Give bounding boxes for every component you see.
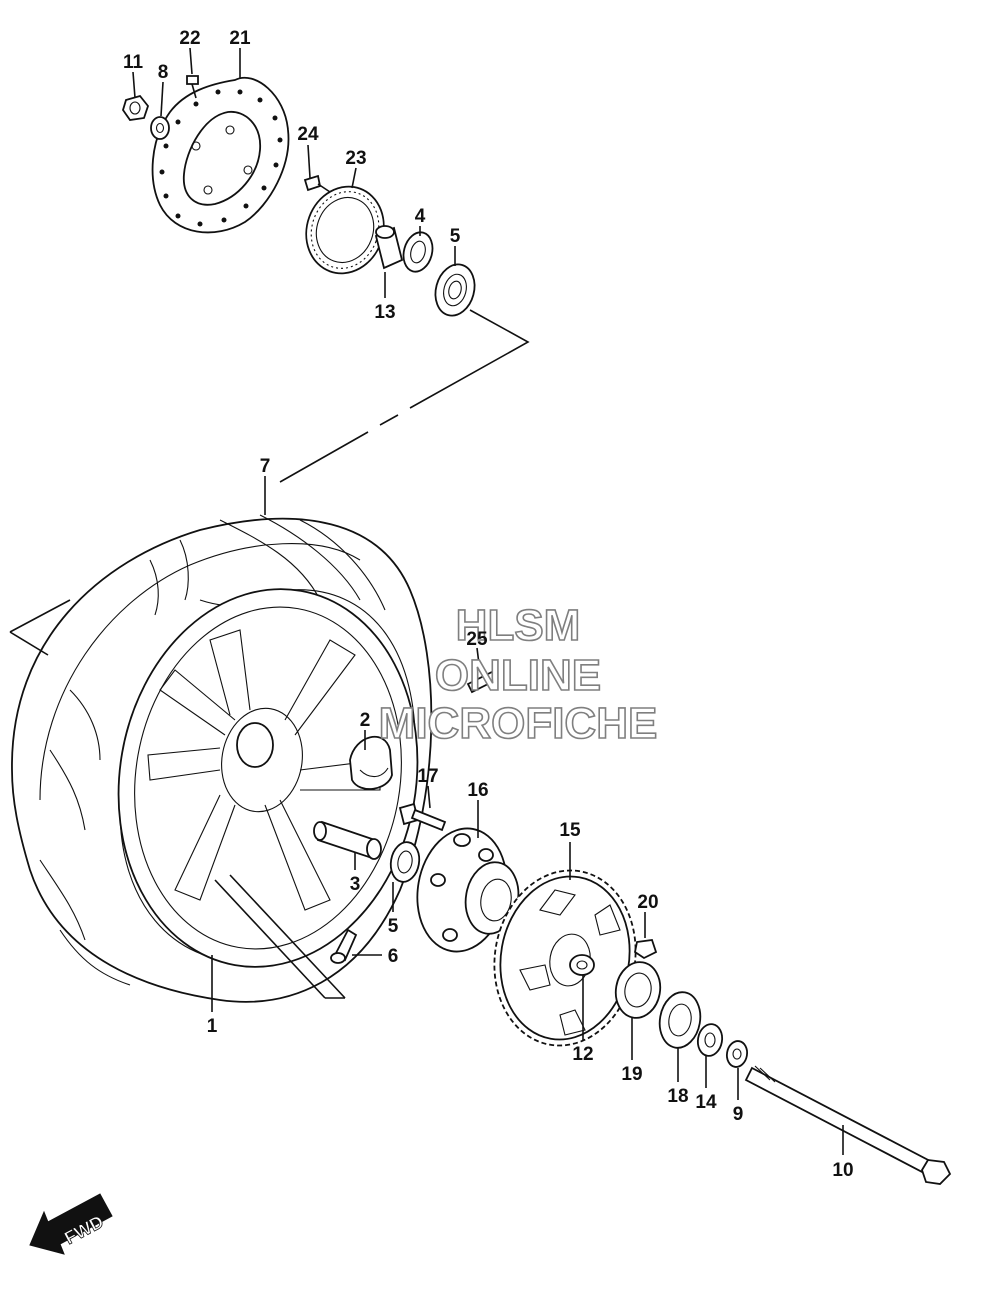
sprocket-nut[interactable] xyxy=(633,939,658,960)
callout-7: 7 xyxy=(260,456,271,477)
forward-arrow-icon xyxy=(29,1193,113,1255)
callout-9: 9 xyxy=(733,1104,744,1125)
drive-oil-seal[interactable] xyxy=(655,989,704,1051)
leader-lines xyxy=(132,47,844,1155)
callout-13: 13 xyxy=(374,302,395,323)
callout-17: 17 xyxy=(417,766,438,787)
disc-bolt[interactable] xyxy=(186,75,199,99)
callout-2: 2 xyxy=(360,710,371,731)
callout-21: 21 xyxy=(229,28,251,49)
bearing-lower[interactable] xyxy=(388,840,423,884)
disc-washer[interactable] xyxy=(150,116,170,140)
callout-20: 20 xyxy=(637,892,658,913)
rear-sprocket[interactable] xyxy=(481,859,649,1057)
drive-bearing[interactable] xyxy=(611,959,664,1022)
bearing-upper[interactable] xyxy=(430,260,480,320)
assembly-leader xyxy=(279,309,530,483)
callout-22: 22 xyxy=(179,28,200,49)
watermark-line3: MICROFICHE xyxy=(379,699,658,748)
wheel-spacer[interactable] xyxy=(313,820,382,860)
watermark-line2: ONLINE xyxy=(435,651,601,700)
callout-1: 1 xyxy=(207,1016,218,1037)
rear-axle[interactable] xyxy=(744,1065,952,1185)
callout-11: 11 xyxy=(123,52,144,73)
callout-5a: 5 xyxy=(450,226,461,247)
callout-3: 3 xyxy=(350,874,361,895)
disc-nut[interactable] xyxy=(122,94,150,121)
tire-valve[interactable] xyxy=(330,928,358,964)
callout-14: 14 xyxy=(695,1092,717,1113)
hub-spacer[interactable] xyxy=(374,225,404,270)
balance-weight[interactable] xyxy=(466,670,498,694)
watermark-line1: HLSM xyxy=(456,601,581,650)
callout-18: 18 xyxy=(667,1086,688,1107)
sprocket-mount-bolt[interactable] xyxy=(398,802,447,832)
sensor-ring-screw[interactable] xyxy=(303,174,331,193)
callout-25: 25 xyxy=(466,629,488,650)
callout-8: 8 xyxy=(158,62,169,83)
watermark: HLSM ONLINE MICROFICHE xyxy=(378,600,658,749)
brake-disc[interactable] xyxy=(151,77,290,234)
callout-15: 15 xyxy=(559,820,581,841)
callout-12: 12 xyxy=(572,1044,593,1065)
callout-10: 10 xyxy=(832,1160,853,1181)
callout-labels: 1 2 3 4 5 5 6 7 8 9 10 11 12 13 14 15 16… xyxy=(123,28,854,1181)
callout-19: 19 xyxy=(621,1064,642,1085)
sprocket-collar[interactable] xyxy=(569,954,595,976)
callout-5b: 5 xyxy=(388,916,399,937)
cush-drive-damper[interactable] xyxy=(349,735,393,790)
axle-washer[interactable] xyxy=(725,1039,749,1068)
callout-6: 6 xyxy=(388,946,399,967)
callout-16: 16 xyxy=(467,780,488,801)
callout-4: 4 xyxy=(415,206,426,227)
callout-23: 23 xyxy=(345,148,366,169)
oil-seal[interactable] xyxy=(399,229,436,275)
axle-spacer[interactable] xyxy=(695,1022,724,1058)
callout-24: 24 xyxy=(297,124,319,145)
fwd-direction-badge: FWD xyxy=(29,1193,113,1255)
sprocket-mounting-drum[interactable] xyxy=(408,821,524,958)
wheel-rim[interactable] xyxy=(89,565,446,999)
